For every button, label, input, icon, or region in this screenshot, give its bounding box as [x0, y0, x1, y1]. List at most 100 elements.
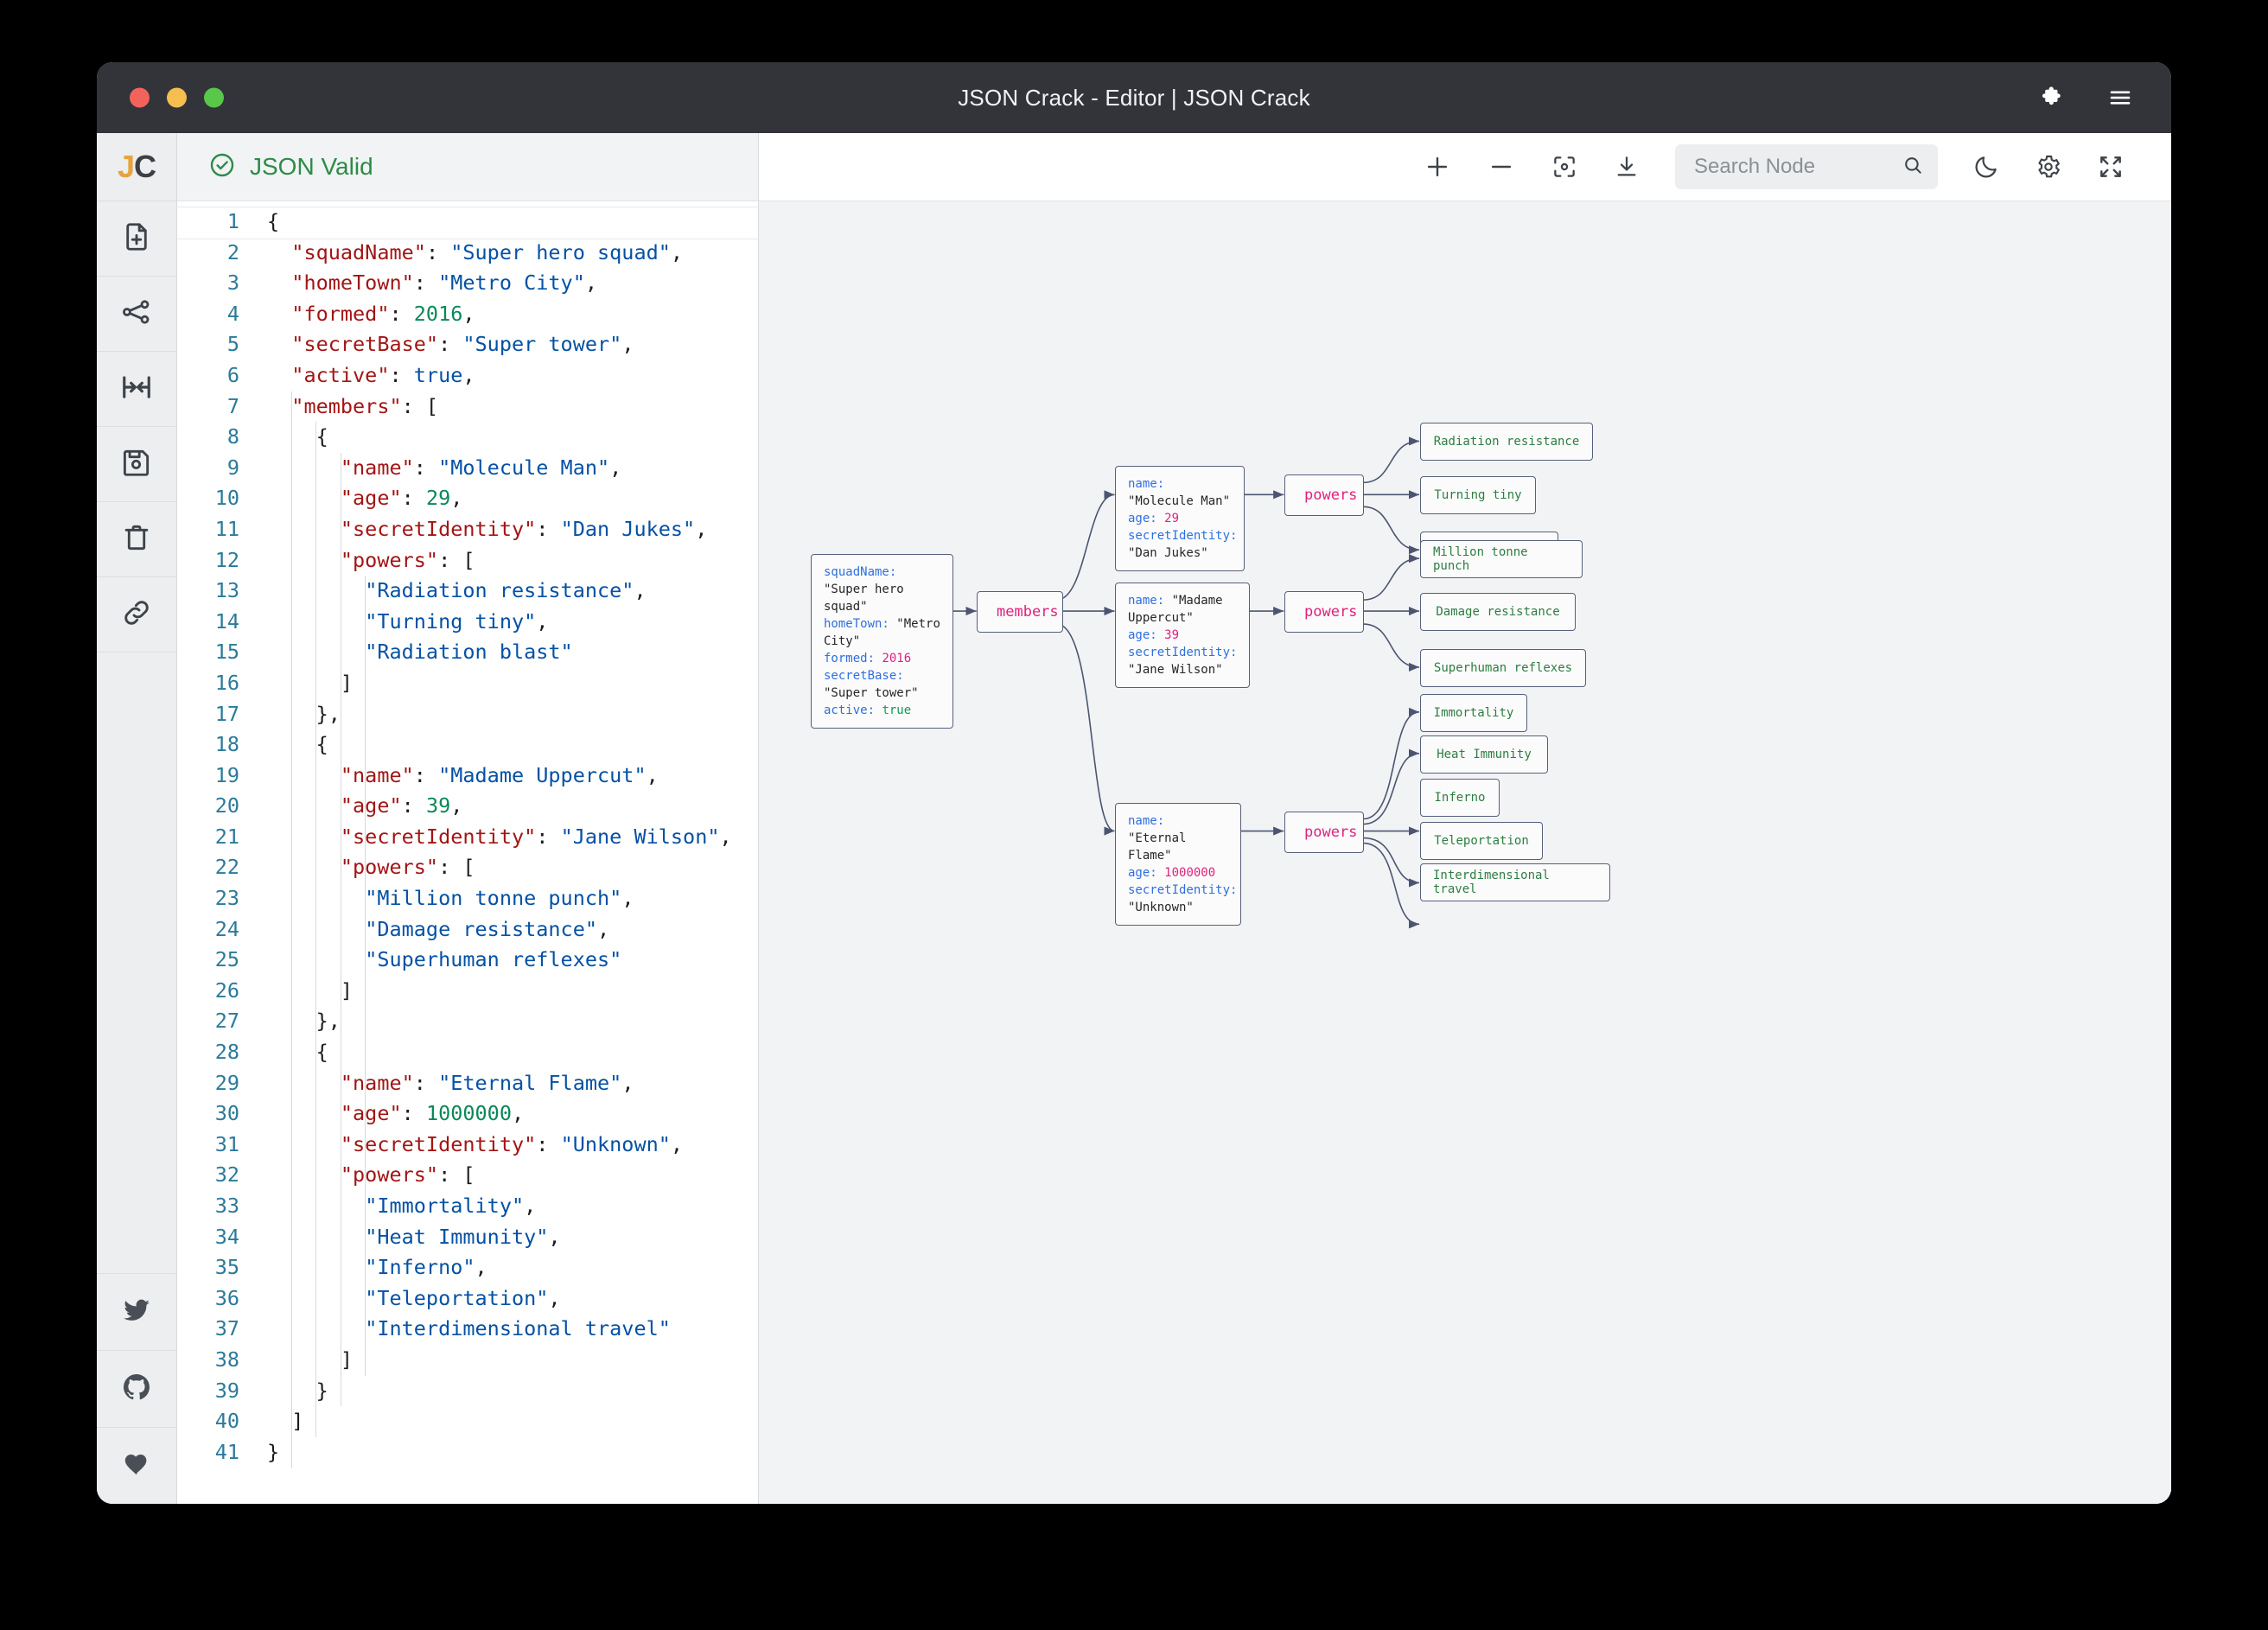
graph-node-value: 2016 [882, 652, 912, 665]
sidebar-item-sponsor[interactable] [97, 1427, 176, 1504]
gear-icon[interactable] [2035, 153, 2062, 181]
code-line[interactable]: "homeTown": "Metro City", [291, 271, 598, 296]
graph-leaf-node[interactable]: Heat Immunity [1420, 735, 1548, 774]
graph-node-value: "Jane Wilson" [1128, 663, 1223, 677]
graph-leaf-node[interactable]: Million tonne punch [1420, 540, 1583, 578]
code-line[interactable]: "Inferno", [365, 1255, 487, 1280]
code-line[interactable]: ] [267, 1409, 304, 1434]
search-input[interactable] [1692, 154, 1895, 180]
zoom-out-icon[interactable] [1487, 152, 1516, 181]
line-number: 26 [214, 977, 239, 1003]
code-line[interactable]: { [177, 207, 758, 239]
graph-leaf-node[interactable]: Immortality [1420, 694, 1527, 732]
code-line[interactable]: "age": 29, [340, 486, 463, 511]
code-line[interactable]: "Million tonne punch", [365, 886, 634, 911]
sidebar-item-collapse-nodes[interactable] [97, 352, 176, 427]
code-line[interactable]: "Teleportation", [365, 1285, 561, 1310]
maximize-window-button[interactable] [204, 87, 224, 108]
hamburger-menu-icon[interactable] [2107, 85, 2133, 111]
graph-node-value: "Madame Uppercut" [1128, 594, 1223, 625]
sidebar-item-copy-link[interactable] [97, 577, 176, 653]
window-traffic-lights [130, 87, 224, 108]
center-view-icon[interactable] [1551, 153, 1578, 181]
code-line[interactable]: }, [267, 1009, 341, 1034]
sidebar-item-save-file[interactable] [97, 427, 176, 502]
code-line[interactable]: "Heat Immunity", [365, 1224, 561, 1249]
puzzle-icon[interactable] [2040, 85, 2066, 111]
code-line[interactable]: "members": [ [291, 393, 439, 418]
sidebar-item-github[interactable] [97, 1350, 176, 1427]
line-number: 29 [214, 1070, 239, 1095]
code-line[interactable]: ] [267, 1347, 354, 1372]
graph-leaf-node[interactable]: Teleportation [1420, 822, 1543, 860]
graph-canvas[interactable]: squadName: "Super hero squad"homeTown: "… [759, 201, 2171, 1504]
code-line[interactable]: "name": "Molecule Man", [340, 455, 622, 480]
sidebar-item-twitter[interactable] [97, 1273, 176, 1350]
search-node-box[interactable] [1675, 144, 1938, 189]
code-line[interactable]: ] [267, 670, 354, 695]
trash-icon [120, 521, 153, 558]
download-icon[interactable] [1613, 153, 1640, 181]
fullscreen-icon[interactable] [2097, 153, 2125, 181]
sidebar-item-new-document[interactable] [97, 201, 176, 277]
code-line[interactable]: } [267, 1378, 328, 1403]
graph-leaf-node[interactable]: Damage resistance [1420, 593, 1576, 631]
graph-leaf-node[interactable]: Superhuman reflexes [1420, 649, 1586, 687]
code-line[interactable]: { [267, 424, 328, 449]
code-line[interactable]: "secretIdentity": "Unknown", [340, 1131, 684, 1156]
powers-array-label: powers [1304, 603, 1358, 621]
code-line[interactable]: "active": true, [291, 362, 475, 387]
graph-leaf-node[interactable]: Interdimensional travel [1420, 863, 1610, 901]
code-line[interactable]: "Turning tiny", [365, 608, 549, 634]
sidebar-item-delete-file[interactable] [97, 502, 176, 577]
zoom-in-icon[interactable] [1423, 152, 1452, 181]
close-window-button[interactable] [130, 87, 150, 108]
line-number: 25 [214, 947, 239, 972]
code-line[interactable]: "secretIdentity": "Dan Jukes", [340, 516, 708, 541]
code-line[interactable]: "Damage resistance", [365, 916, 610, 941]
code-line[interactable]: "squadName": "Super hero squad", [291, 239, 684, 264]
moon-icon[interactable] [1972, 153, 2000, 181]
code-content[interactable]: { "squadName": "Super hero squad", "home… [177, 207, 758, 1504]
code-line[interactable]: "age": 39, [340, 793, 463, 818]
graph-leaf-node[interactable]: Inferno [1420, 779, 1500, 817]
code-line[interactable]: "Radiation blast" [365, 640, 573, 665]
minimize-window-button[interactable] [167, 87, 187, 108]
code-line[interactable]: ] [267, 977, 354, 1003]
graph-leaf-node[interactable]: Radiation resistance [1420, 423, 1593, 461]
graph-leaf-node[interactable]: Turning tiny [1420, 476, 1536, 514]
sidebar-item-share-graph[interactable] [97, 277, 176, 352]
code-line[interactable]: "powers": [ [340, 1162, 475, 1187]
code-line[interactable]: "secretIdentity": "Jane Wilson", [340, 824, 732, 849]
line-number: 14 [214, 608, 239, 634]
code-line[interactable]: { [267, 1040, 328, 1065]
code-line[interactable]: "Radiation resistance", [365, 578, 647, 603]
code-line[interactable]: "name": "Eternal Flame", [340, 1070, 634, 1095]
graph-node-key: name: [1128, 594, 1172, 608]
code-line[interactable]: "age": 1000000, [340, 1101, 525, 1126]
code-line[interactable]: "name": "Madame Uppercut", [340, 762, 659, 787]
graph-node-powers-array-0[interactable]: powers [1284, 474, 1364, 516]
graph-node-powers-array-1[interactable]: powers [1284, 591, 1364, 633]
code-line[interactable]: "Superhuman reflexes" [365, 947, 622, 972]
code-line[interactable]: "Immortality", [365, 1194, 537, 1218]
code-line[interactable]: { [267, 732, 328, 757]
code-line[interactable]: "powers": [ [340, 547, 475, 572]
code-line[interactable]: } [267, 1439, 280, 1464]
code-line[interactable]: }, [267, 701, 341, 726]
graph-node-powers-array-2[interactable]: powers [1284, 812, 1364, 853]
line-number: 2 [226, 239, 239, 264]
code-line[interactable]: "powers": [ [340, 855, 475, 880]
graph-node-row: secretIdentity: "Jane Wilson" [1128, 644, 1237, 678]
graph-node-members-array[interactable]: members [977, 591, 1063, 633]
magnifier-icon[interactable] [1902, 154, 1924, 181]
code-line[interactable]: "Interdimensional travel" [365, 1316, 671, 1341]
code-line[interactable]: "secretBase": "Super tower", [291, 332, 634, 357]
code-line[interactable]: "formed": 2016, [291, 301, 475, 326]
graph-node-root[interactable]: squadName: "Super hero squad"homeTown: "… [811, 554, 953, 729]
